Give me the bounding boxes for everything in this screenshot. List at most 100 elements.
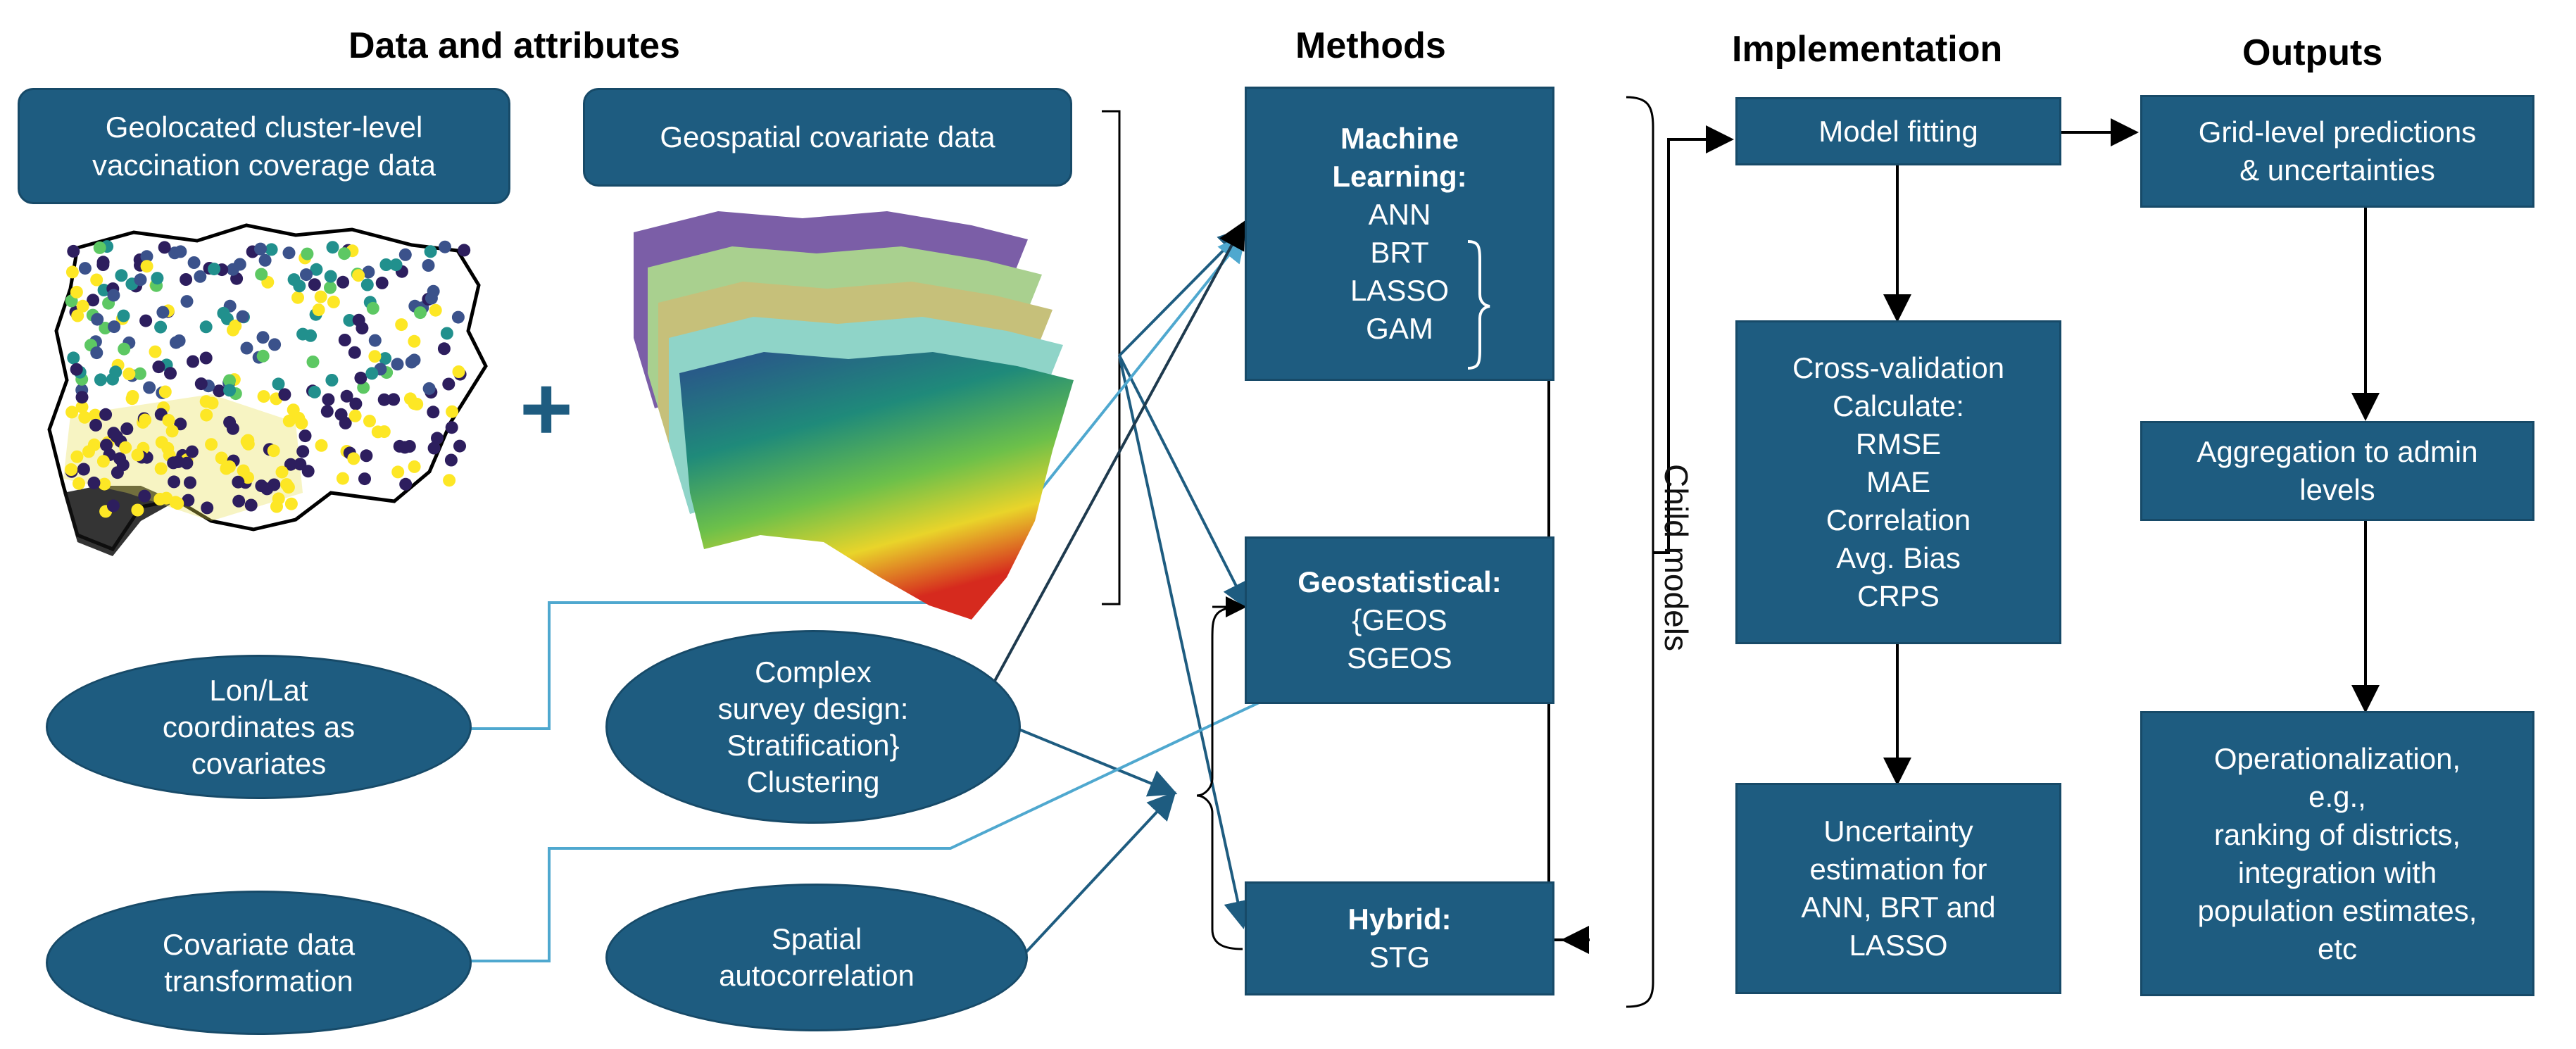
header-methods: Methods xyxy=(1295,25,1446,66)
cluster-dot xyxy=(78,410,92,424)
model-fitting-label: Model fitting xyxy=(1818,114,1978,148)
cluster-dot xyxy=(326,241,339,254)
cluster-dot xyxy=(293,279,306,293)
cluster-dot xyxy=(379,258,393,271)
cluster-dots xyxy=(65,240,471,518)
cluster-dot xyxy=(200,408,213,422)
cv-metric-bias: Avg. Bias xyxy=(1836,541,1961,574)
cluster-dot xyxy=(366,301,379,315)
cluster-dot xyxy=(134,273,147,287)
cluster-dot xyxy=(391,465,405,479)
cluster-dot xyxy=(139,413,152,427)
cluster-dot xyxy=(78,262,92,275)
cluster-dot xyxy=(174,245,187,258)
cluster-dot xyxy=(184,476,196,489)
cluster-dot xyxy=(395,318,408,332)
cluster-dot xyxy=(424,245,437,258)
spatial-line-2: autocorrelation xyxy=(719,959,915,992)
cluster-dot xyxy=(87,476,101,489)
cluster-dot xyxy=(398,248,412,261)
cluster-dot xyxy=(182,494,195,507)
uncertainty-line-4: LASSO xyxy=(1849,929,1948,962)
cluster-dot xyxy=(315,439,328,452)
cluster-dot xyxy=(140,250,153,263)
ml-item-gam: GAM xyxy=(1366,312,1433,345)
cluster-dot xyxy=(73,477,85,490)
cluster-dot xyxy=(82,445,95,458)
cluster-dot xyxy=(116,458,130,472)
transform-line-2: transformation xyxy=(164,964,353,998)
cluster-dot xyxy=(452,365,465,378)
geo-item-geos: {GEOS xyxy=(1352,601,1447,639)
cluster-dot xyxy=(425,291,438,305)
cluster-dot xyxy=(256,349,270,363)
cluster-dot xyxy=(275,465,289,479)
cluster-dot xyxy=(120,422,134,435)
cluster-dot xyxy=(338,247,351,260)
geo-brace: { xyxy=(1352,603,1362,636)
cluster-dot xyxy=(256,331,270,344)
cv-metric-rmse: RMSE xyxy=(1855,427,1942,460)
cluster-dot xyxy=(244,498,258,512)
cluster-dot xyxy=(171,456,184,468)
uncertainty-line-2: estimation for xyxy=(1809,853,1987,886)
cluster-dot xyxy=(171,497,184,510)
cluster-dot xyxy=(265,243,278,256)
aggregation-line-2: levels xyxy=(2299,473,2375,506)
cluster-dot xyxy=(365,367,379,380)
cluster-dot xyxy=(282,246,296,260)
cluster-dot xyxy=(429,303,442,317)
cluster-dot xyxy=(165,425,179,438)
cluster-dot xyxy=(301,247,314,260)
cluster-dot xyxy=(348,409,362,422)
cluster-dot xyxy=(284,497,298,510)
cluster-dot xyxy=(375,276,389,289)
machine-learning-box: Machine Learning: ANN BRT LASSO GAM xyxy=(1245,87,1554,381)
cluster-dot xyxy=(138,489,151,503)
geo-title: Geostatistical: xyxy=(1298,565,1502,598)
transform-line-1: Covariate data xyxy=(162,927,356,961)
cluster-dot xyxy=(440,327,453,340)
cluster-dot xyxy=(67,351,80,365)
cluster-dot xyxy=(70,363,83,376)
cluster-dot xyxy=(223,415,237,429)
cluster-dot xyxy=(180,295,194,308)
cluster-dot xyxy=(125,392,139,406)
cluster-dot xyxy=(310,263,323,276)
cluster-dot xyxy=(139,314,153,327)
cluster-dot xyxy=(324,270,337,283)
cluster-dot xyxy=(314,290,327,303)
ml-title-2: Learning: xyxy=(1332,160,1467,193)
cluster-dot xyxy=(408,460,421,473)
cluster-dot xyxy=(154,462,168,475)
cluster-dot xyxy=(343,314,356,327)
cluster-dot xyxy=(199,351,213,365)
cluster-dot xyxy=(187,355,199,368)
cluster-dot xyxy=(431,432,444,445)
lower-methods-brace xyxy=(1196,605,1243,950)
cluster-dot xyxy=(71,309,84,322)
cluster-dot xyxy=(65,265,79,279)
cluster-dot xyxy=(296,445,310,458)
uncertainty-box: Uncertainty estimation for ANN, BRT and … xyxy=(1735,783,2061,994)
cluster-dot xyxy=(445,421,458,434)
cluster-dot xyxy=(232,494,246,508)
cluster-dot xyxy=(240,435,253,448)
cluster-dot xyxy=(90,346,103,360)
cluster-dot xyxy=(156,306,170,319)
operational-line-6: etc xyxy=(2317,931,2358,965)
cluster-dot xyxy=(76,299,89,313)
cluster-dot xyxy=(172,334,186,347)
cluster-dot xyxy=(294,458,307,471)
operational-line-3: ranking of districts, xyxy=(2213,817,2461,851)
cluster-dot xyxy=(453,439,466,453)
aggregation-line-1: Aggregation to admin xyxy=(2197,435,2478,468)
cluster-dot xyxy=(223,374,236,387)
cv-line-1: Cross-validation xyxy=(1792,351,2005,384)
cluster-dot xyxy=(109,365,122,379)
survey-brace: } xyxy=(889,728,900,762)
plus-sign: + xyxy=(520,357,573,460)
operational-line-4: integration with xyxy=(2237,855,2437,889)
cluster-dot xyxy=(75,401,89,414)
